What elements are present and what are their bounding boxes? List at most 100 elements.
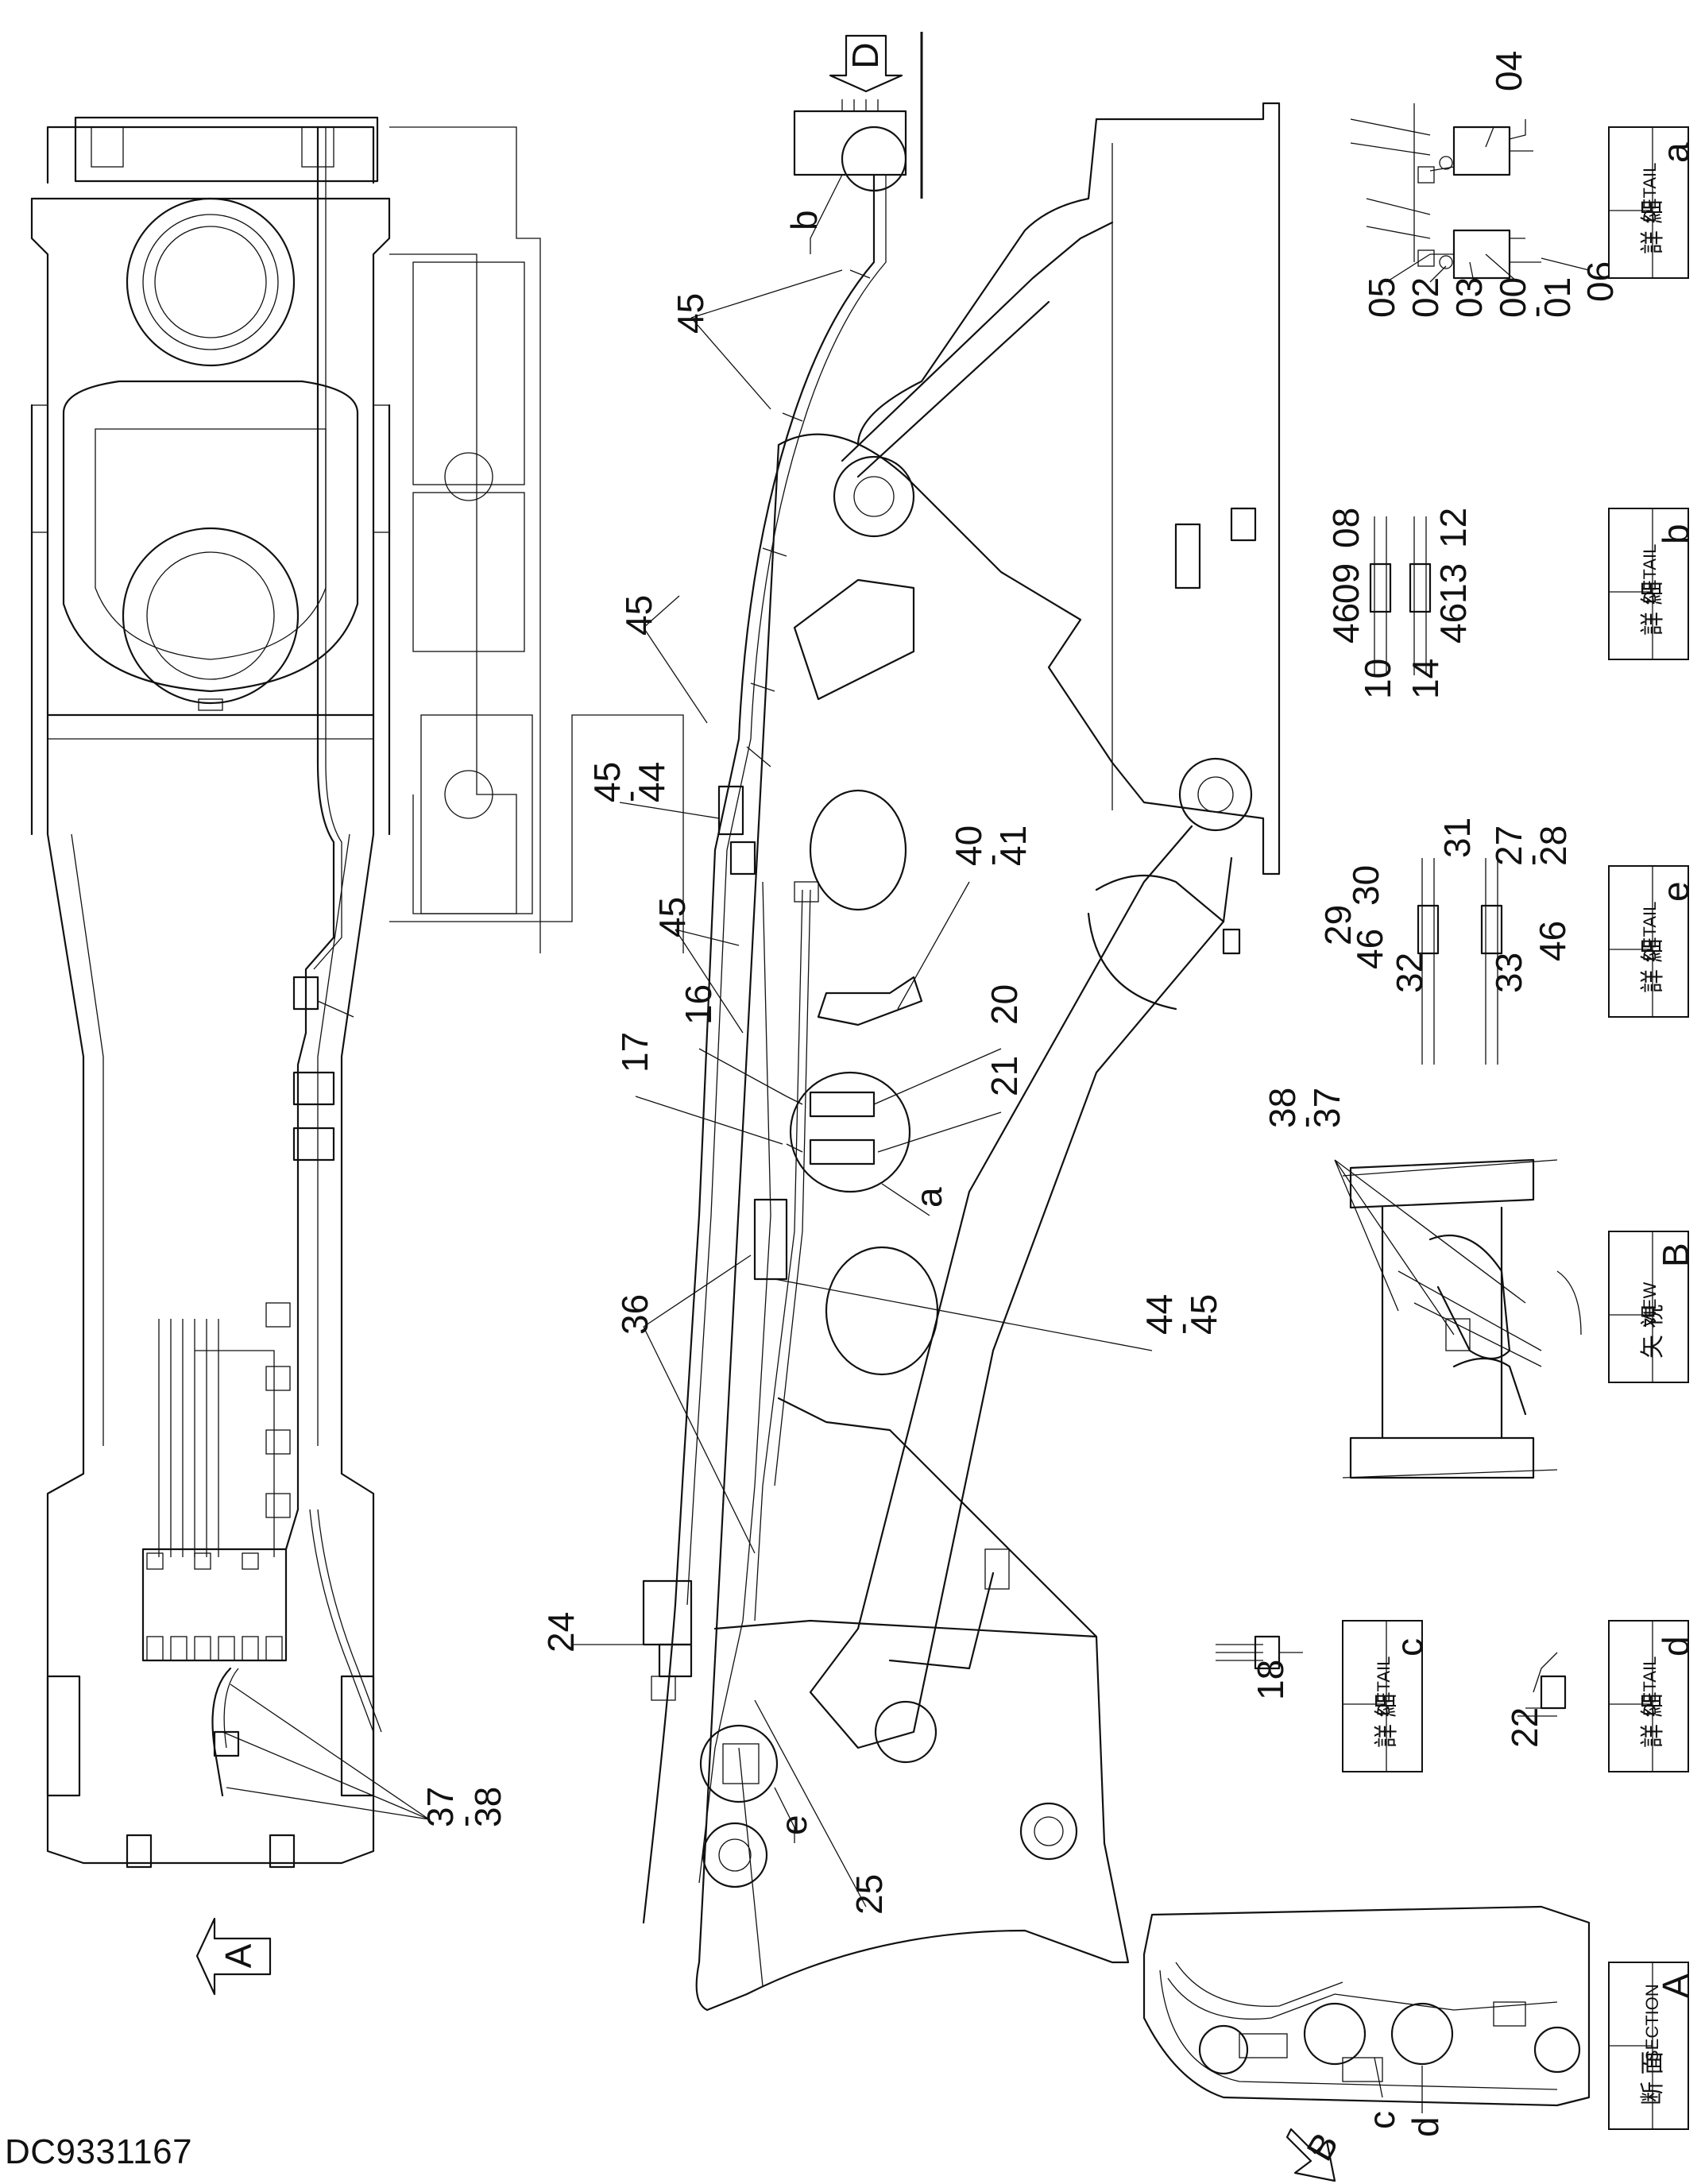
svg-text:c: c	[1389, 1638, 1430, 1656]
svg-text:断 面: 断 面	[1640, 2051, 1666, 2105]
detail-c: 18	[1216, 1635, 1303, 1700]
svg-text:01: 01	[1537, 277, 1578, 318]
svg-text:41: 41	[992, 825, 1034, 866]
callout-37-38: 37 - 38	[222, 1683, 508, 1827]
svg-text:46: 46	[1432, 603, 1474, 644]
svg-text:45: 45	[670, 293, 711, 334]
svg-text:DETAIL: DETAIL	[1640, 1656, 1660, 1716]
svg-text:02: 02	[1405, 277, 1446, 318]
svg-text:46: 46	[1325, 603, 1367, 644]
detail-a	[1350, 103, 1541, 280]
center-part-labels: 45 45 45 - 44 45 40 - 41 16 20 17 21 a 3…	[540, 269, 1224, 1915]
svg-text:e: e	[773, 1815, 814, 1835]
title-section-a: 断 面 SECTION A	[1608, 1962, 1696, 2130]
svg-text:d: d	[1405, 2116, 1446, 2137]
svg-text:04: 04	[1488, 51, 1529, 91]
svg-text:28: 28	[1533, 825, 1574, 866]
title-detail-c: 詳 細 DETAIL c	[1342, 1620, 1430, 1772]
svg-text:27: 27	[1488, 825, 1529, 866]
svg-text:09: 09	[1325, 563, 1367, 604]
svg-text:-: -	[1514, 306, 1556, 318]
svg-text:-: -	[609, 790, 650, 802]
svg-text:DETAIL: DETAIL	[1640, 902, 1660, 961]
svg-text:-: -	[1161, 1323, 1202, 1335]
svg-text:16: 16	[678, 984, 719, 1025]
svg-text:08: 08	[1325, 508, 1367, 548]
svg-text:05: 05	[1361, 277, 1402, 318]
svg-text:29: 29	[1317, 905, 1359, 945]
svg-text:45: 45	[618, 595, 659, 636]
svg-text:10: 10	[1357, 659, 1398, 699]
label-37-38: 37	[419, 1787, 461, 1827]
svg-text:c: c	[1361, 2111, 1402, 2129]
svg-text:30: 30	[1345, 865, 1386, 906]
svg-text:A: A	[1655, 1973, 1696, 1998]
svg-text:B: B	[1298, 2126, 1346, 2168]
svg-text:詳 細: 詳 細	[1640, 582, 1666, 636]
title-detail-a: 詳 細 DETAIL a	[1608, 126, 1696, 279]
view-d-arrow: D	[829, 34, 903, 93]
svg-text:17: 17	[614, 1032, 655, 1073]
svg-text:00: 00	[1492, 277, 1533, 318]
detail-b	[1369, 516, 1432, 675]
svg-text:DETAIL: DETAIL	[1640, 163, 1660, 222]
svg-text:38: 38	[467, 1787, 508, 1827]
svg-text:矢 視: 矢 視	[1640, 1305, 1666, 1359]
svg-text:a: a	[1655, 142, 1696, 163]
svg-text:d: d	[1655, 1636, 1696, 1656]
svg-text:-: -	[1510, 854, 1552, 866]
svg-text:B: B	[1655, 1243, 1696, 1267]
title-detail-b: 詳 細 DETAIL b	[1608, 508, 1696, 660]
svg-text:13: 13	[1432, 563, 1474, 604]
svg-text:33: 33	[1488, 953, 1529, 993]
boom-top-view	[30, 116, 684, 1869]
svg-text:25: 25	[849, 1874, 890, 1915]
svg-text:46: 46	[1349, 929, 1390, 969]
svg-text:38: 38	[1262, 1088, 1303, 1128]
view-b-labels: 38 - 37	[1262, 1088, 1526, 1336]
svg-text:D: D	[845, 42, 886, 68]
svg-text:12: 12	[1432, 508, 1474, 548]
svg-text:-: -	[443, 1815, 485, 1827]
section-a-callouts: c d	[1361, 2057, 1446, 2137]
svg-text:DETAIL: DETAIL	[1640, 544, 1660, 604]
detail-e-labels: 31 27 - 28 30 29 46 46 32 33	[1317, 818, 1574, 993]
svg-text:詳 細: 詳 細	[1640, 1694, 1666, 1748]
svg-text:SECTION: SECTION	[1642, 1984, 1662, 2062]
detail-b-labels: 08 12 09 13 46 46 10 14	[1325, 508, 1474, 699]
detail-a-labels: 04 05 02 03 00 - 01 06	[1361, 51, 1621, 318]
svg-text:44: 44	[631, 762, 672, 802]
view-a-arrow: A	[195, 1917, 272, 1996]
svg-text:-: -	[1284, 1116, 1325, 1128]
svg-text:e: e	[1655, 881, 1696, 902]
svg-text:45: 45	[1183, 1294, 1224, 1335]
svg-text:詳 細: 詳 細	[1640, 939, 1666, 993]
svg-text:18: 18	[1250, 1660, 1291, 1700]
svg-text:45: 45	[651, 897, 693, 937]
detail-e	[1417, 858, 1503, 1065]
svg-text:DETAIL: DETAIL	[1374, 1656, 1394, 1716]
svg-text:b: b	[783, 210, 825, 230]
view-a-label: A	[218, 1943, 259, 1968]
svg-text:36: 36	[614, 1294, 655, 1335]
detail-d: 22	[1504, 1652, 1567, 1748]
view-b-arrow: B	[1285, 2126, 1346, 2182]
title-detail-d: 詳 細 DETAIL d	[1608, 1620, 1696, 1772]
svg-text:20: 20	[984, 984, 1025, 1025]
title-detail-e: 詳 細 DETAIL e	[1608, 865, 1696, 1018]
section-a	[1142, 1905, 1591, 2107]
view-b	[1342, 1158, 1582, 1479]
svg-text:46: 46	[1532, 921, 1573, 961]
svg-text:44: 44	[1139, 1294, 1180, 1335]
svg-text:40: 40	[948, 825, 989, 866]
svg-text:14: 14	[1405, 659, 1446, 699]
document-id: DC9331167	[5, 2132, 193, 2171]
svg-text:32: 32	[1389, 953, 1430, 993]
svg-text:45: 45	[586, 762, 628, 802]
svg-text:詳 細: 詳 細	[1640, 200, 1666, 254]
callout-b: b	[783, 174, 843, 254]
svg-text:b: b	[1655, 524, 1696, 544]
svg-text:-: -	[970, 854, 1011, 866]
svg-text:詳 細: 詳 細	[1374, 1694, 1400, 1748]
